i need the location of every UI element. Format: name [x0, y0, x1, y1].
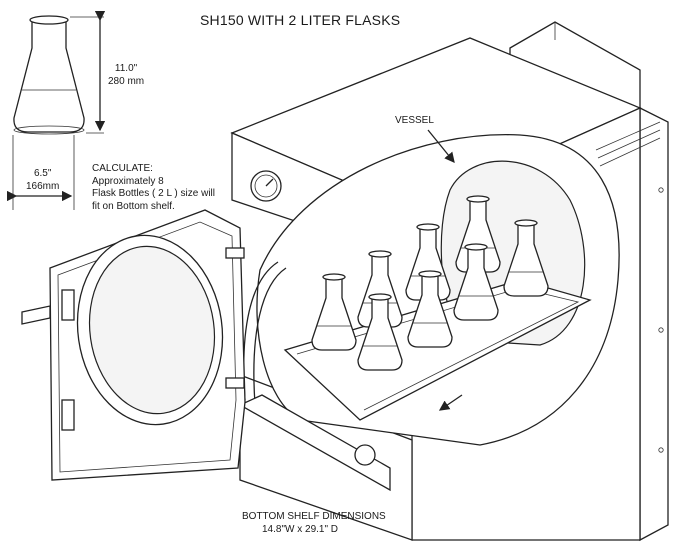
flask: [455, 195, 501, 273]
vessel-label: VESSEL: [395, 115, 434, 126]
flask-height-imperial: 11.0": [114, 63, 138, 74]
flask: [357, 293, 403, 371]
bottom-shelf: [283, 279, 592, 421]
calculate-line: Approximately 8: [92, 175, 164, 187]
flask: [407, 270, 453, 348]
open-door: [21, 209, 246, 481]
calculate-line: Flask Bottles ( 2 L ) size will: [92, 188, 215, 199]
flask-width-dimension: [6, 135, 75, 210]
flask-height-metric: 280 mm: [108, 76, 145, 87]
bottom-shelf-dimensions: BOTTOM SHELF DIMENSIONS 14.8"W x 29.1" D: [242, 510, 386, 536]
flask-height-label: 11.0" 280 mm: [108, 62, 144, 88]
flask-width-imperial: 6.5": [33, 168, 52, 179]
calculate-line: fit on Bottom shelf.: [92, 200, 175, 212]
bottom-shelf-heading: BOTTOM SHELF DIMENSIONS: [242, 511, 386, 522]
flask: [453, 243, 499, 321]
calculate-note: CALCULATE: Approximately 8 Flask Bottles…: [92, 163, 215, 213]
flask-height-dimension: [70, 10, 106, 134]
direction-arrow-icon: [438, 394, 463, 411]
flask: [311, 273, 357, 351]
erlenmeyer-flask-icon: [13, 21, 85, 133]
flask: [357, 250, 403, 328]
flask-width-label: 6.5" 166mm: [26, 167, 59, 193]
vent-grille: [595, 121, 661, 167]
shelf-flasks: [311, 195, 549, 371]
flask: [503, 219, 549, 297]
diagram-title: SH150 WITH 2 LITER FLASKS: [200, 12, 401, 28]
bottom-shelf-dims: 14.8"W x 29.1" D: [262, 524, 339, 535]
calculate-heading: CALCULATE:: [92, 163, 153, 174]
door-handle: [21, 305, 51, 325]
flask-width-metric: 166mm: [26, 181, 60, 192]
vessel-pointer-arrow: [427, 129, 455, 164]
reference-flask: [13, 15, 85, 135]
